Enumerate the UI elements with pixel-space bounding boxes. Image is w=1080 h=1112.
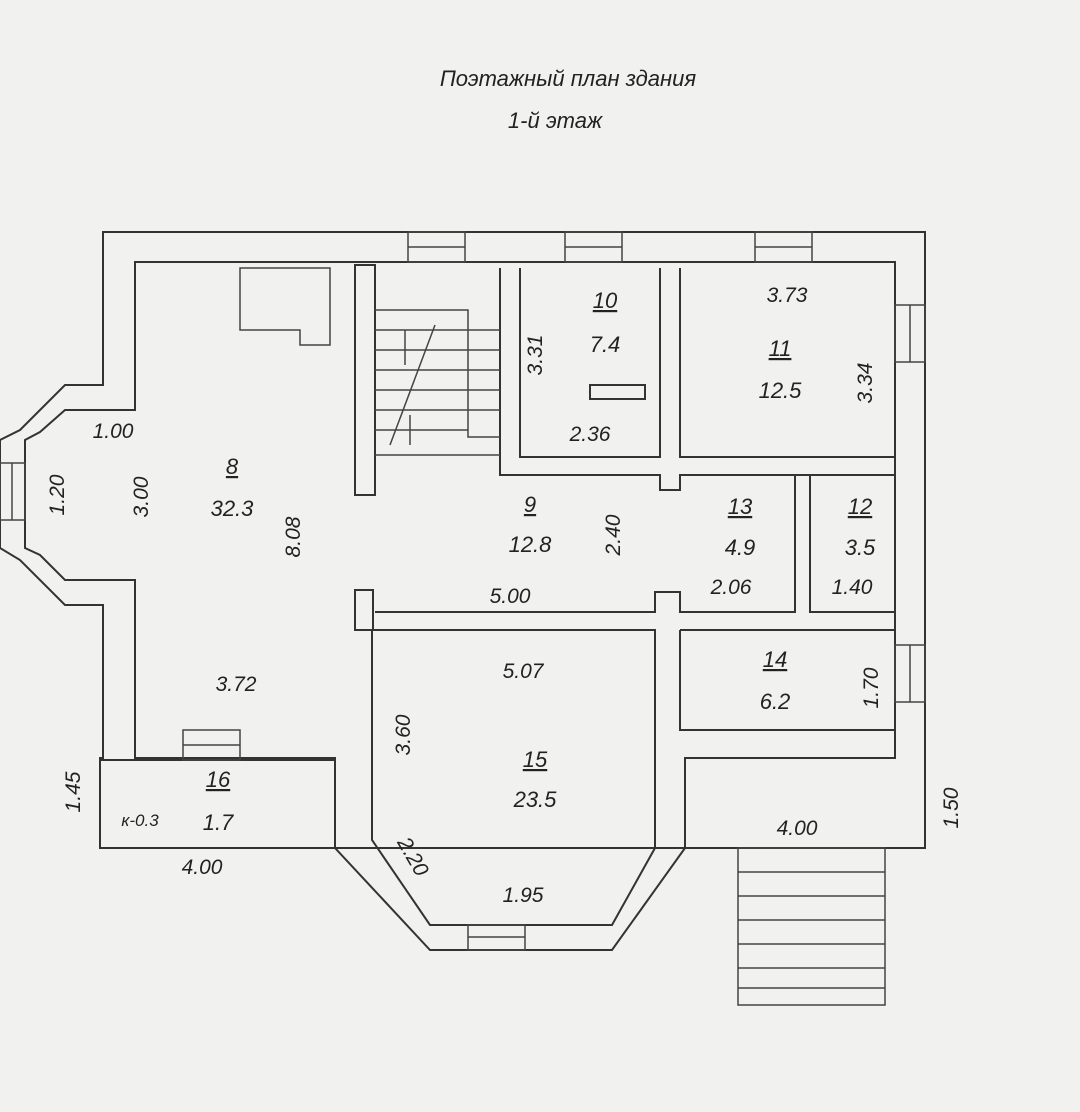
dimension: 1.45 (62, 771, 85, 812)
room-area: 23.5 (513, 787, 558, 812)
porch-stairs (737, 847, 886, 1006)
dimension: 3.72 (216, 673, 257, 696)
dimension: 5.07 (503, 660, 545, 683)
walls (0, 231, 926, 1006)
dimension: 3.60 (392, 714, 415, 755)
room-labels: 8 32.3 9 12.8 10 7.4 11 12.5 12 3.5 13 4… (121, 288, 876, 835)
room-number: 10 (593, 288, 618, 313)
fireplace-icon (239, 267, 331, 346)
room-number: 9 (524, 492, 536, 517)
dimension: 3.00 (130, 476, 153, 517)
dimension: 5.00 (490, 585, 531, 608)
room-number: 15 (523, 747, 548, 772)
staircase (375, 309, 500, 456)
room-area: 6.2 (760, 689, 791, 714)
room-number: 13 (728, 494, 753, 519)
plan-title: Поэтажный план здания (440, 66, 697, 91)
dimension: 2.40 (602, 514, 625, 556)
room-number: 8 (226, 454, 239, 479)
room-area: 4.9 (725, 535, 756, 560)
dimension: 3.31 (524, 335, 547, 376)
room-area: 32.3 (211, 496, 255, 521)
room-number: 12 (848, 494, 872, 519)
dimension: 2.36 (569, 423, 611, 446)
room-area: 1.7 (203, 810, 234, 835)
floor-label: 1-й этаж (508, 108, 603, 133)
dimension: 8.08 (282, 516, 305, 557)
dimension: 1.95 (503, 884, 544, 907)
room-area: 12.5 (759, 378, 803, 403)
dimension-labels: 1.00 1.20 3.00 8.08 3.72 3.31 2.36 3.73 … (46, 284, 963, 907)
room-area: 3.5 (845, 535, 876, 560)
dimension: 3.73 (767, 284, 808, 307)
dimension: 4.00 (777, 817, 818, 840)
dimension: 3.34 (854, 363, 877, 404)
room-number: 14 (763, 647, 787, 672)
room-note: к-0.3 (121, 811, 159, 830)
dimension: 1.40 (832, 576, 873, 599)
dimension: 1.50 (940, 787, 963, 828)
dimension: 1.20 (46, 474, 69, 515)
room-area: 12.8 (509, 532, 553, 557)
room-area: 7.4 (590, 332, 621, 357)
dimension: 4.00 (182, 856, 223, 879)
dimension: 1.70 (860, 667, 883, 708)
room-number: 16 (206, 767, 231, 792)
dimension: 2.06 (710, 576, 752, 599)
dimension: 1.00 (93, 420, 134, 443)
windows (0, 231, 926, 951)
dimension: 2.20 (392, 832, 433, 880)
room-number: 11 (769, 336, 792, 361)
